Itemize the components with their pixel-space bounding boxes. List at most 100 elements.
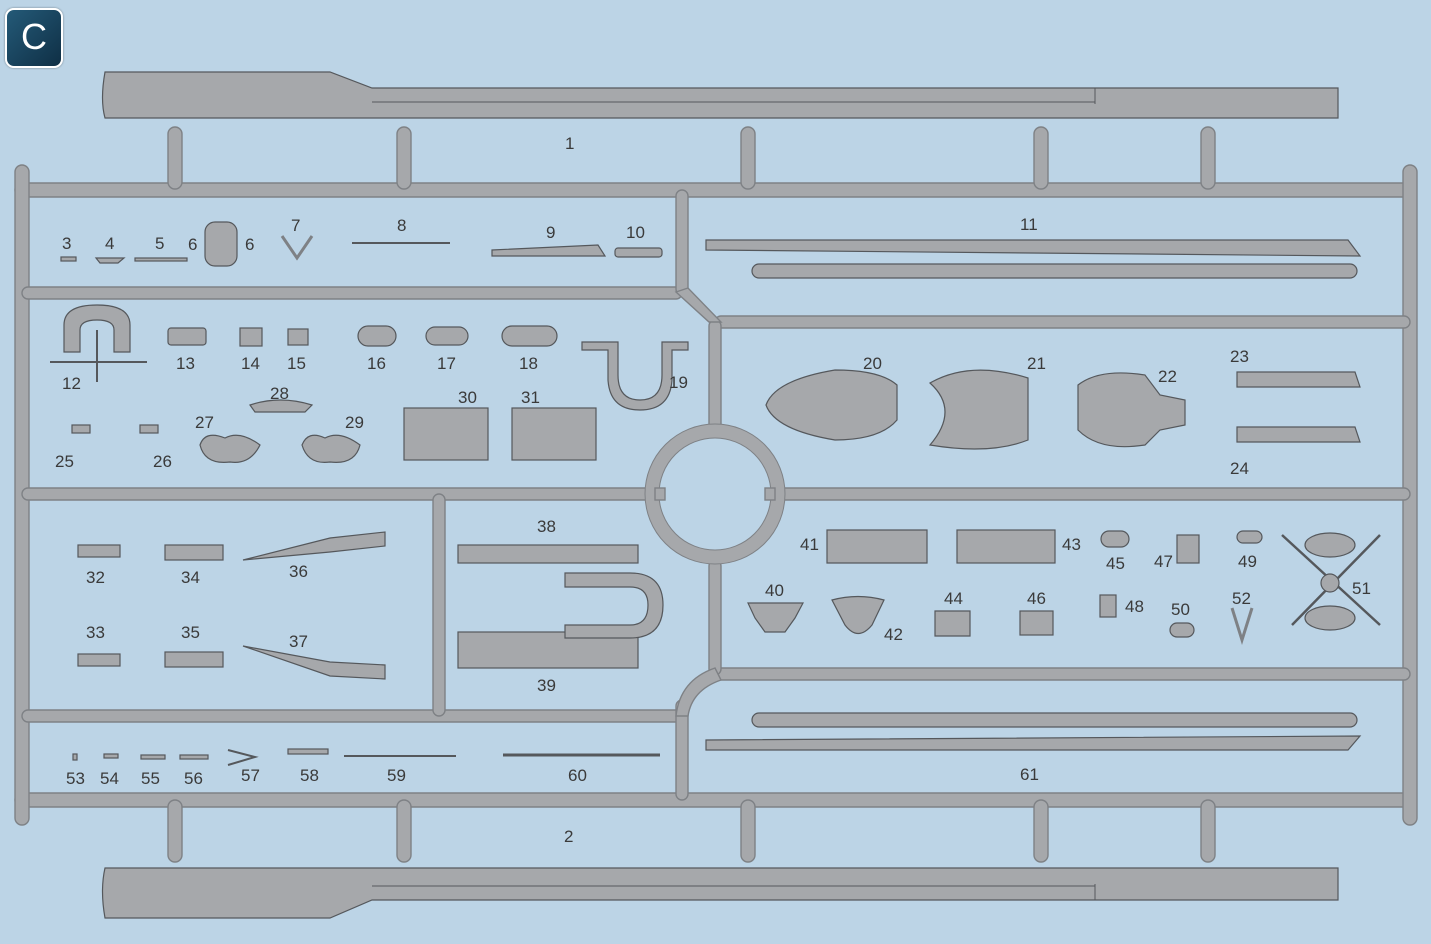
- runner-right-row-3: [714, 667, 1411, 681]
- gate-hull1-b: [396, 126, 412, 190]
- gate-hull1-a: [167, 126, 183, 190]
- label-part-50: 50: [1171, 600, 1190, 619]
- part-15: [287, 328, 309, 346]
- label-part-43: 43: [1062, 535, 1081, 554]
- label-part-48: 48: [1125, 597, 1144, 616]
- part-13: [167, 327, 207, 346]
- label-part-54: 54: [100, 769, 119, 788]
- gate-hull2-b: [396, 799, 412, 863]
- label-part-52: 52: [1232, 589, 1251, 608]
- label-part-18: 18: [519, 354, 538, 373]
- part-61-rod: [751, 712, 1358, 728]
- part-48: [1099, 594, 1117, 618]
- label-part-45: 45: [1106, 554, 1125, 573]
- label-part-20: 20: [863, 354, 882, 373]
- label-part-4: 4: [105, 234, 114, 253]
- label-part-27: 27: [195, 413, 214, 432]
- label-part-12: 12: [62, 374, 81, 393]
- label-part-31: 31: [521, 388, 540, 407]
- part-31: [511, 407, 597, 461]
- gate-hull1-c: [740, 126, 756, 190]
- label-part-5: 5: [155, 234, 164, 253]
- label-part-22: 22: [1158, 367, 1177, 386]
- label-part-59: 59: [387, 766, 406, 785]
- label-part-35: 35: [181, 623, 200, 642]
- label-part-47: 47: [1154, 552, 1173, 571]
- runner-left-row-3: [21, 709, 683, 723]
- part-21: [928, 369, 1029, 450]
- label-part-17: 17: [437, 354, 456, 373]
- part-24: [1236, 426, 1361, 443]
- label-part-6: 6: [188, 235, 197, 254]
- gate-hull2-e: [1200, 799, 1216, 863]
- label-part-58: 58: [300, 766, 319, 785]
- label-part-15: 15: [287, 354, 306, 373]
- parts-group: [50, 71, 1381, 919]
- runner-diagonal-upper: [674, 287, 723, 323]
- label-part-44: 44: [944, 589, 963, 608]
- runner-central-ring-outline-inner: [658, 437, 772, 551]
- label-part-53: 53: [66, 769, 85, 788]
- label-part-10: 10: [626, 223, 645, 242]
- part-40: [747, 602, 804, 633]
- part-27: [199, 434, 261, 463]
- gate-hull1-e: [1200, 126, 1216, 190]
- runner-left-row-2: [21, 487, 663, 501]
- part-18: [501, 325, 558, 347]
- label-part-28: 28: [270, 384, 289, 403]
- label-part-55: 55: [141, 769, 160, 788]
- label-part-42: 42: [884, 625, 903, 644]
- label-part-37: 37: [289, 632, 308, 651]
- part-52: [1230, 607, 1254, 646]
- part-33: [77, 653, 121, 667]
- part-44: [934, 610, 971, 637]
- part-54: [103, 753, 119, 759]
- label-part-32: 32: [86, 568, 105, 587]
- runner-ring-link-left: [654, 487, 666, 501]
- runner-left-row-1: [21, 286, 683, 300]
- part-46: [1019, 610, 1054, 636]
- runner-central-ring-outline-outer: [644, 423, 786, 565]
- part-36: [242, 531, 386, 561]
- part-2-hull: [101, 867, 1339, 919]
- part-61-strip: [705, 735, 1362, 751]
- part-38: [457, 544, 639, 564]
- label-part-13: 13: [176, 354, 195, 373]
- part-12: [63, 304, 131, 353]
- label-part-21: 21: [1027, 354, 1046, 373]
- part-9: [491, 244, 607, 257]
- label-part-3: 3: [62, 234, 71, 253]
- part-29: [301, 434, 361, 463]
- part-56: [179, 754, 209, 760]
- label-part-30: 30: [458, 388, 477, 407]
- part-30: [403, 407, 489, 461]
- label-part-56: 56: [184, 769, 203, 788]
- part-7: [280, 235, 314, 261]
- sprue-frame: [14, 126, 1418, 863]
- runner-central-ring: [645, 424, 785, 564]
- part-41: [826, 529, 928, 564]
- label-part-23: 23: [1230, 347, 1249, 366]
- part-11-strip: [705, 239, 1362, 257]
- part-42: [831, 595, 885, 635]
- label-part-38: 38: [537, 517, 556, 536]
- label-part-19: 19: [669, 373, 688, 392]
- part-4: [94, 257, 126, 264]
- part-20: [765, 369, 898, 441]
- part-51: [1281, 532, 1381, 631]
- part-14: [239, 327, 263, 347]
- label-part-41: 41: [800, 535, 819, 554]
- part-49: [1236, 530, 1263, 544]
- label-part-39: 39: [537, 676, 556, 695]
- label-part-2: 2: [564, 827, 573, 846]
- label-part-57: 57: [241, 766, 260, 785]
- part-23: [1236, 371, 1361, 388]
- runner-right-row-1: [714, 315, 1411, 329]
- gate-hull2-c: [740, 799, 756, 863]
- label-part-51: 51: [1352, 579, 1371, 598]
- part-11-rod: [751, 263, 1358, 279]
- label-part-9: 9: [546, 223, 555, 242]
- part-35: [164, 651, 224, 668]
- label-part-34: 34: [181, 568, 200, 587]
